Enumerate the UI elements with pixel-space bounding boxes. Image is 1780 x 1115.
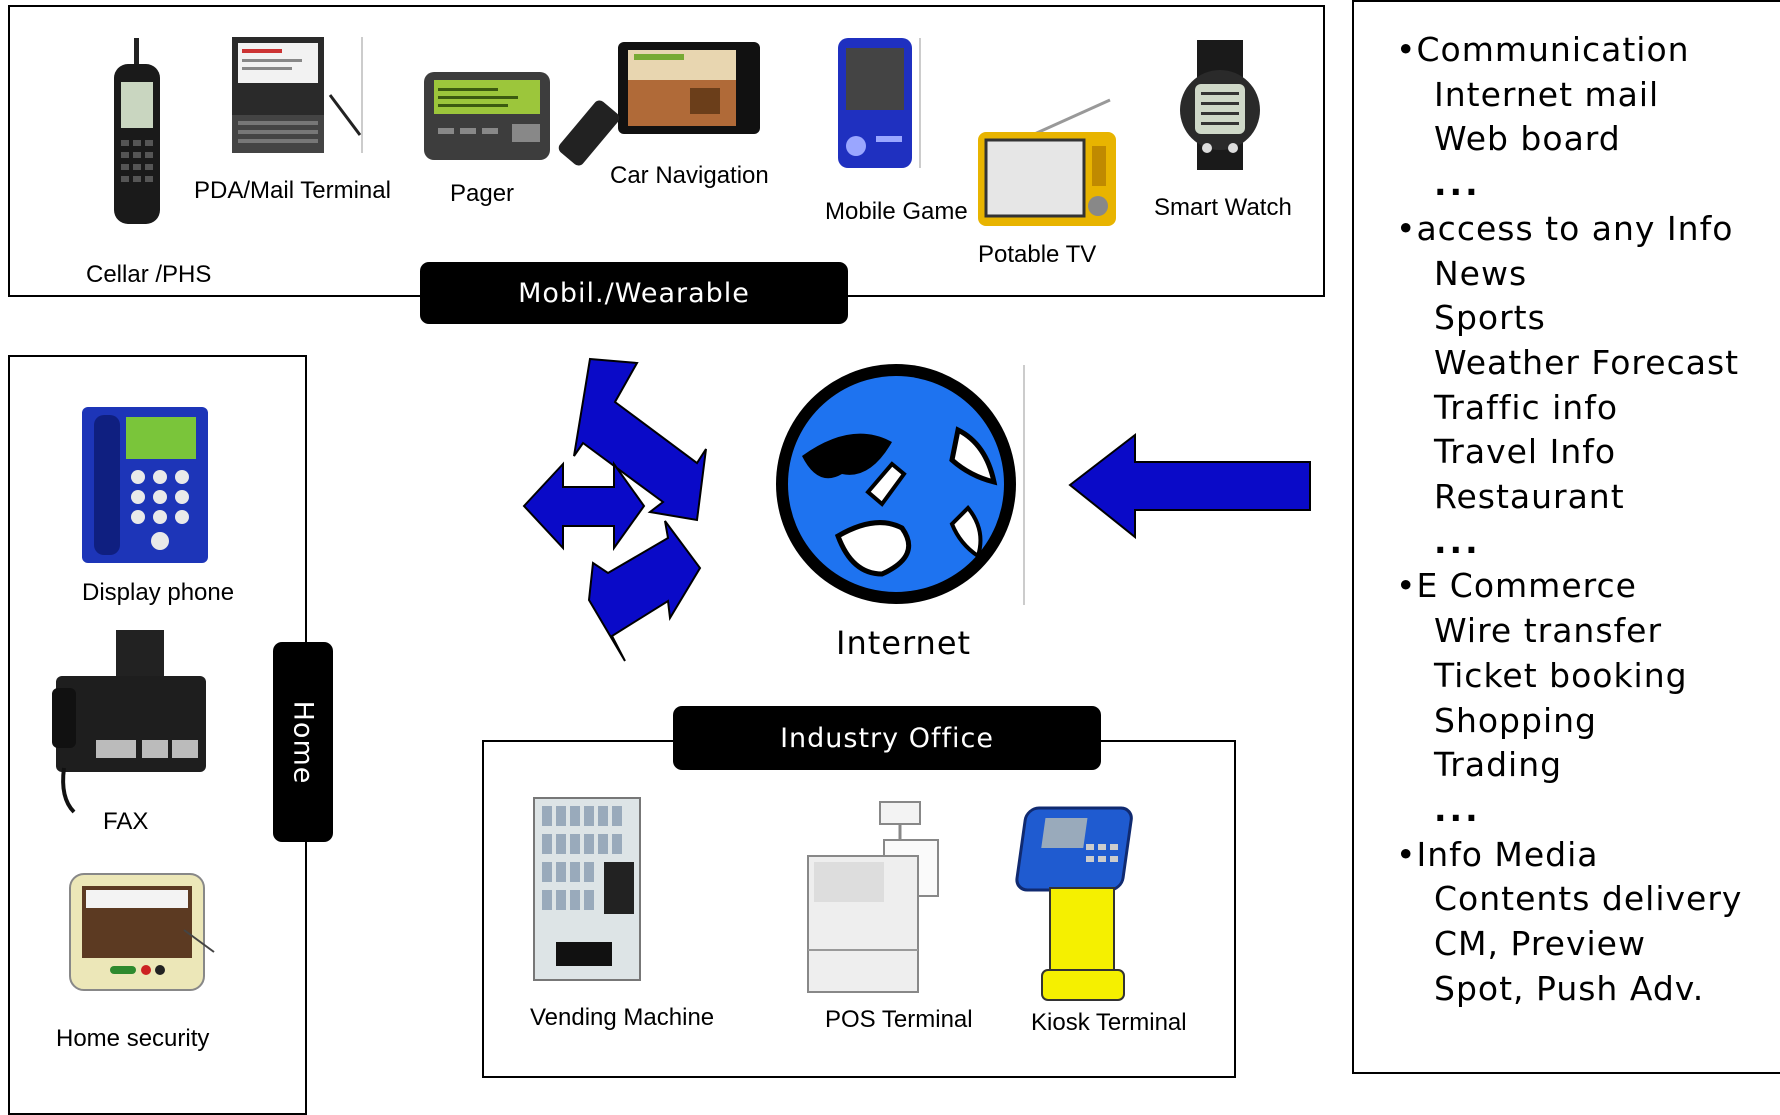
- device-label-pager: Pager: [450, 180, 515, 207]
- device-label-potable-tv: Potable TV: [978, 241, 1097, 268]
- services-arrow-shape: [1068, 432, 1311, 540]
- service-item: Traffic info: [1434, 387, 1619, 427]
- service-category-access: •access to any Info: [1396, 208, 1734, 248]
- device-label-vending: Vending Machine: [530, 1004, 715, 1031]
- portable-tv-icon: [978, 98, 1116, 226]
- mobile-game-icon: [838, 38, 921, 168]
- service-item: Spot, Push Adv.: [1434, 968, 1705, 1008]
- service-item: Sports: [1434, 298, 1546, 338]
- service-more: ...: [1434, 164, 1481, 204]
- double-arrow-lower-shape: [587, 520, 702, 662]
- pda-terminal-icon: [232, 37, 363, 153]
- pos-terminal-icon: [807, 801, 939, 993]
- pager-icon: [424, 72, 550, 160]
- service-item: Trading: [1434, 745, 1563, 785]
- device-label-cellar: Cellar /PHS: [86, 261, 212, 288]
- car-navigation-icon: [558, 42, 760, 166]
- vending-machine-icon: [533, 797, 641, 981]
- home-security-icon: [69, 873, 215, 991]
- device-label-pos: POS Terminal: [825, 1006, 973, 1033]
- service-item: Restaurant: [1434, 477, 1625, 517]
- service-item: Shopping: [1434, 700, 1597, 740]
- cellular-phone-icon: [114, 38, 160, 224]
- service-item: Weather Forecast: [1434, 342, 1740, 382]
- device-label-home-security: Home security: [56, 1025, 210, 1052]
- services-list: •Communication Internet mail Web board .…: [1396, 28, 1743, 1011]
- service-category-communication: •Communication: [1396, 30, 1690, 69]
- internet-globe-icon: [776, 364, 1025, 605]
- fax-icon: [52, 630, 206, 814]
- device-label-display-phone: Display phone: [82, 579, 235, 606]
- internet-label: Internet: [836, 624, 972, 662]
- mobile-wearable-tag: Mobil./Wearable: [420, 262, 848, 324]
- device-label-fax: FAX: [103, 808, 149, 835]
- service-item: Web board: [1434, 119, 1621, 159]
- display-phone-icon: [82, 407, 208, 563]
- service-item: Ticket booking: [1434, 655, 1688, 695]
- device-label-pda: PDA/Mail Terminal: [194, 177, 391, 204]
- double-arrow-upper-shape: [573, 357, 707, 522]
- double-arrow-upper: [522, 357, 1311, 662]
- device-label-car-nav: Car Navigation: [610, 162, 769, 189]
- service-more: ...: [1434, 789, 1481, 829]
- device-label-smart-watch: Smart Watch: [1154, 194, 1292, 221]
- industry-office-tag: Industry Office: [673, 706, 1101, 770]
- smart-watch-icon: [1180, 40, 1260, 170]
- service-category-media: •Info Media: [1396, 834, 1599, 874]
- home-tag: Home: [273, 642, 333, 842]
- service-category-ecommerce: •E Commerce: [1396, 566, 1637, 606]
- service-more: ...: [1434, 521, 1481, 561]
- double-arrow-middle-shape: [522, 460, 646, 552]
- service-item: News: [1434, 253, 1528, 293]
- service-item: Contents delivery: [1434, 879, 1743, 919]
- device-label-mobile-game: Mobile Game: [825, 198, 968, 225]
- kiosk-terminal-icon: [1015, 806, 1133, 1001]
- service-item: Wire transfer: [1434, 611, 1663, 651]
- service-item: Internet mail: [1434, 74, 1660, 114]
- service-item: CM, Preview: [1434, 924, 1646, 964]
- device-label-kiosk: Kiosk Terminal: [1031, 1009, 1187, 1036]
- service-item: Travel Info: [1434, 432, 1617, 472]
- services-list-box: [1352, 0, 1780, 1074]
